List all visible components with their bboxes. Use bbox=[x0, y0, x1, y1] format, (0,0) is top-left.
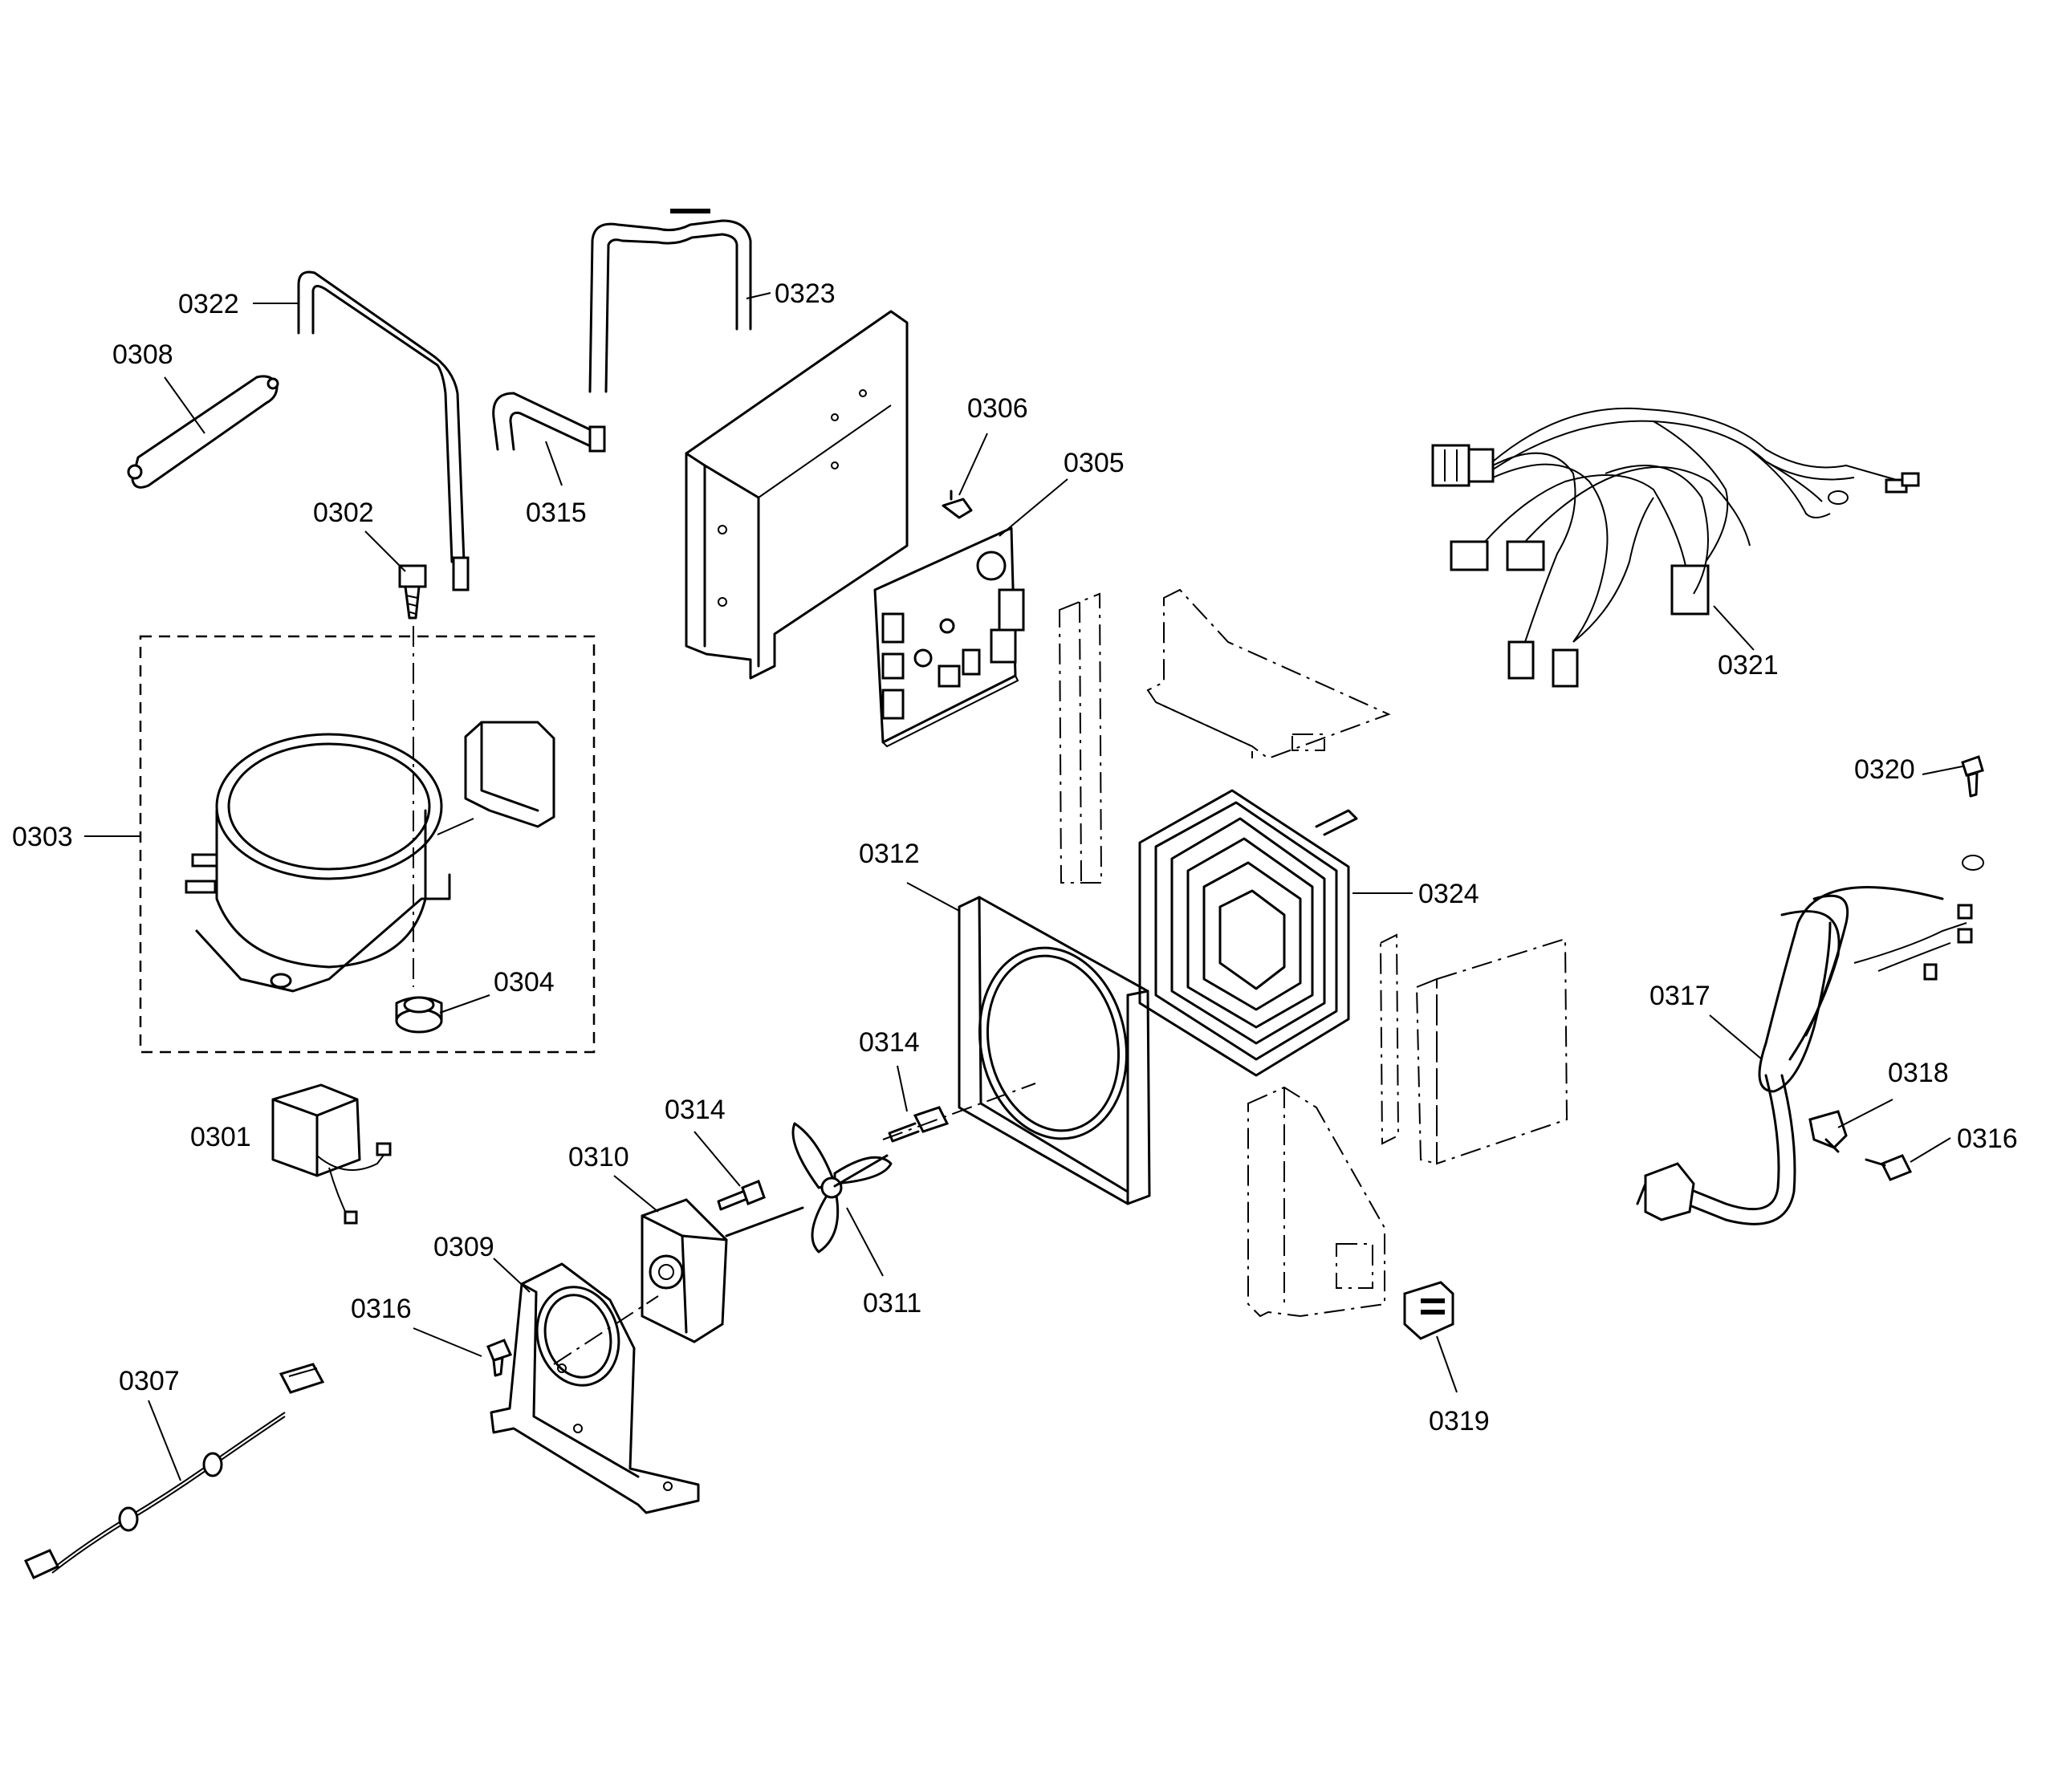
part-0318-clamp bbox=[1808, 1110, 1848, 1153]
leader-lines bbox=[84, 292, 1963, 1481]
label-0303: 0303 bbox=[12, 822, 73, 852]
label-0312: 0312 bbox=[859, 839, 920, 869]
part-0308-filter-drier bbox=[127, 375, 279, 489]
label-0308: 0308 bbox=[112, 339, 173, 370]
label-0311: 0311 bbox=[863, 1288, 921, 1319]
part-0319-switch bbox=[1403, 1281, 1454, 1340]
label-0316-left: 0316 bbox=[351, 1294, 412, 1324]
part-0303-compressor-assembly bbox=[139, 626, 596, 1054]
label-0316-right: 0316 bbox=[1957, 1124, 2018, 1154]
label-0305: 0305 bbox=[1064, 448, 1125, 478]
part-0322-tube bbox=[297, 270, 470, 591]
label-0307: 0307 bbox=[119, 1366, 180, 1396]
part-0312-fan-shroud bbox=[958, 896, 1151, 1205]
part-partition-panel bbox=[1058, 588, 1391, 884]
label-0323: 0323 bbox=[775, 278, 836, 309]
part-0324-condenser-coil bbox=[1138, 789, 1358, 1077]
part-baffle-panels bbox=[1379, 933, 1568, 1165]
part-0307-sensor-cable bbox=[23, 1363, 325, 1579]
label-0318: 0318 bbox=[1888, 1058, 1949, 1088]
part-labels: 0322 0323 0308 0315 0302 0306 0305 0321 … bbox=[12, 278, 2018, 1436]
part-0316-screw-left bbox=[486, 1339, 513, 1377]
part-0320-screw bbox=[1961, 755, 1984, 871]
part-0314-screw-upper bbox=[882, 1083, 1036, 1143]
label-0314-upper: 0314 bbox=[859, 1027, 920, 1058]
part-0314-screw-lower bbox=[717, 1180, 766, 1211]
part-0311-fan-blade bbox=[791, 1122, 893, 1254]
part-0302-screw bbox=[398, 564, 427, 620]
label-0321: 0321 bbox=[1718, 650, 1779, 681]
label-0304: 0304 bbox=[494, 967, 555, 998]
part-0316-screw-right bbox=[1865, 1154, 1913, 1181]
label-0302: 0302 bbox=[313, 498, 374, 528]
label-0314-lower: 0314 bbox=[665, 1095, 726, 1125]
label-0315: 0315 bbox=[526, 498, 587, 528]
part-0321-wire-harness bbox=[1431, 407, 1920, 688]
part-0323-tube bbox=[588, 209, 752, 393]
part-mounting-plate bbox=[685, 310, 909, 680]
part-0315-tube bbox=[492, 392, 606, 453]
label-0310: 0310 bbox=[568, 1142, 629, 1172]
part-0310-fan-motor bbox=[641, 1198, 804, 1343]
label-0306: 0306 bbox=[967, 393, 1028, 424]
part-lower-bracket bbox=[1247, 1086, 1385, 1318]
part-0301-relay bbox=[271, 1083, 392, 1225]
label-0301: 0301 bbox=[190, 1122, 251, 1152]
label-0309: 0309 bbox=[433, 1232, 494, 1262]
part-0309-motor-bracket bbox=[490, 1262, 700, 1514]
label-0322: 0322 bbox=[178, 289, 239, 319]
label-0324: 0324 bbox=[1418, 879, 1479, 909]
part-0305-control-board bbox=[873, 526, 1025, 748]
label-0319: 0319 bbox=[1429, 1406, 1490, 1436]
part-0317-power-cord bbox=[1636, 886, 1973, 1225]
part-0304-grommet bbox=[395, 996, 443, 1034]
part-0306-clip bbox=[942, 490, 973, 519]
label-0320: 0320 bbox=[1854, 754, 1915, 785]
label-0317: 0317 bbox=[1649, 981, 1710, 1011]
